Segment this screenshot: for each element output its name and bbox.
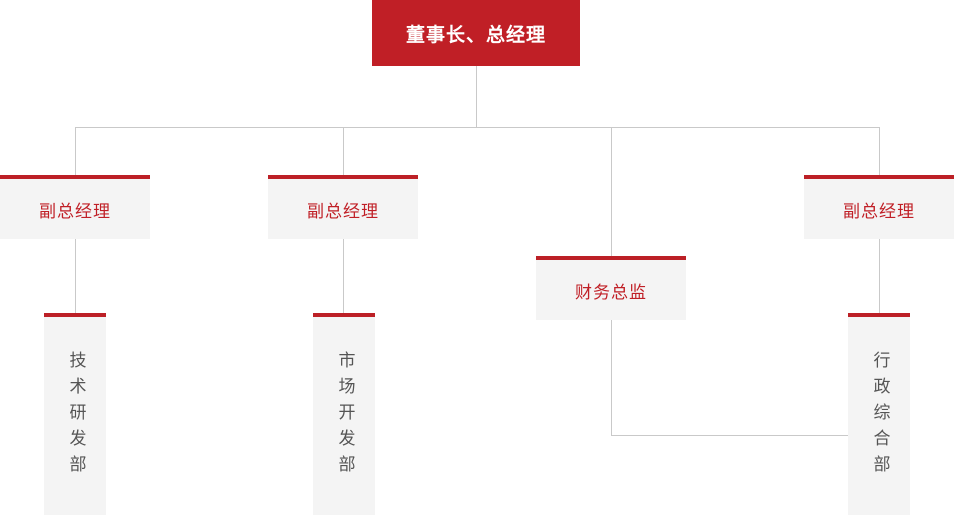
node-vice-gm-2[interactable]: 副总经理 bbox=[268, 175, 418, 239]
connector-drop-vgm-3 bbox=[879, 127, 880, 175]
node-vice-gm-3-label: 副总经理 bbox=[843, 201, 915, 222]
node-cfo-label: 财务总监 bbox=[575, 282, 647, 303]
connector-vgm1-to-dept-rd bbox=[75, 239, 76, 314]
node-chairman-gm[interactable]: 董事长、总经理 bbox=[372, 0, 580, 66]
node-vice-gm-1-label: 副总经理 bbox=[39, 201, 111, 222]
node-dept-rd-label: 技术研发部 bbox=[65, 351, 86, 481]
connector-cfo-to-dept-admin bbox=[611, 435, 849, 436]
connector-drop-vgm-1 bbox=[75, 127, 76, 175]
connector-vgm2-to-dept-market bbox=[343, 239, 344, 314]
connector-vgm3-to-dept-admin bbox=[879, 239, 880, 314]
connector-root-stem bbox=[476, 66, 477, 127]
connector-drop-vgm-2 bbox=[343, 127, 344, 175]
node-vice-gm-2-label: 副总经理 bbox=[307, 201, 379, 222]
node-dept-market[interactable]: 市场开发部 bbox=[313, 313, 375, 515]
connector-main-bus bbox=[75, 127, 880, 128]
node-dept-admin[interactable]: 行政综合部 bbox=[848, 313, 910, 515]
node-dept-rd[interactable]: 技术研发部 bbox=[44, 313, 106, 515]
node-vice-gm-1[interactable]: 副总经理 bbox=[0, 175, 150, 239]
connector-cfo-down bbox=[611, 320, 612, 435]
node-dept-market-label: 市场开发部 bbox=[334, 351, 355, 481]
node-chairman-gm-label: 董事长、总经理 bbox=[405, 23, 546, 46]
connector-drop-cfo bbox=[611, 127, 612, 256]
node-cfo[interactable]: 财务总监 bbox=[536, 256, 686, 320]
node-vice-gm-3[interactable]: 副总经理 bbox=[804, 175, 954, 239]
node-dept-admin-label: 行政综合部 bbox=[869, 351, 890, 481]
